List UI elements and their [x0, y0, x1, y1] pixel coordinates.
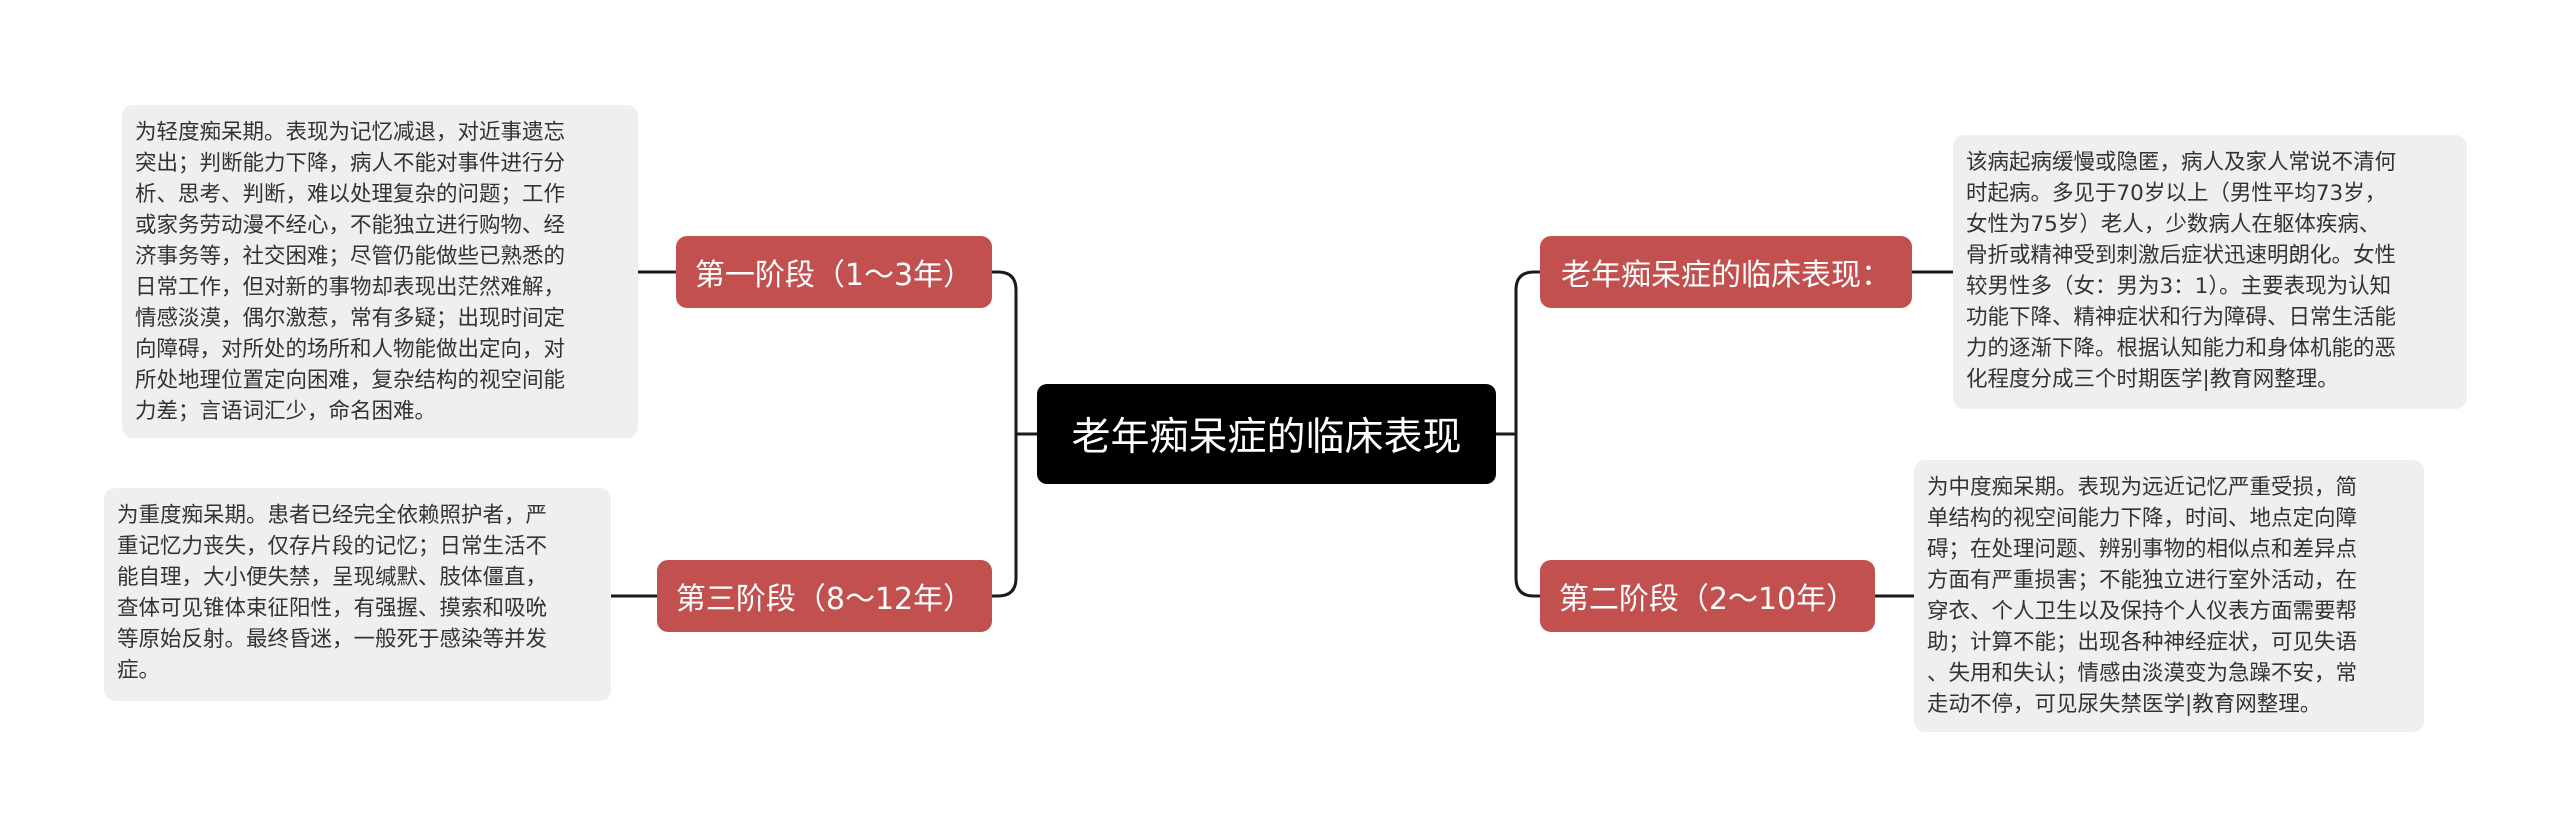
- branch-stage3-label: 第三阶段（8～12年）: [675, 582, 974, 617]
- note-stage3[interactable]: 为重度痴呆期。患者已经完全依赖照护者，严 重记忆力丧失，仅存片段的记忆；日常生活…: [104, 488, 611, 701]
- connector-stage3: [992, 434, 1018, 598]
- branch-stage1[interactable]: 第一阶段（1～3年）: [676, 236, 992, 308]
- note-stage1[interactable]: 为轻度痴呆期。表现为记忆减退，对近事遗忘 突出；判断能力下降，病人不能对事件进行…: [122, 105, 638, 438]
- root-topic[interactable]: 老年痴呆症的临床表现: [1037, 384, 1496, 484]
- connector-stage1: [992, 270, 1018, 434]
- note-overview[interactable]: 该病起病缓慢或隐匿，病人及家人常说不清何 时起病。多见于70岁以上（男性平均73…: [1953, 135, 2467, 409]
- root-topic-label: 老年痴呆症的临床表现: [1071, 415, 1462, 460]
- branch-stage2[interactable]: 第二阶段（2～10年）: [1540, 560, 1875, 632]
- branch-stage3[interactable]: 第三阶段（8～12年）: [657, 560, 992, 632]
- branch-stage1-label: 第一阶段（1～3年）: [694, 258, 974, 293]
- note-stage2[interactable]: 为中度痴呆期。表现为远近记忆严重受损，简 单结构的视空间能力下降，时间、地点定向…: [1914, 460, 2424, 732]
- branch-stage2-label: 第二阶段（2～10年）: [1558, 582, 1857, 617]
- connector-stage2: [1514, 434, 1540, 598]
- branch-overview[interactable]: 老年痴呆症的临床表现：: [1540, 236, 1912, 308]
- connector-overview: [1514, 270, 1540, 434]
- branch-overview-label: 老年痴呆症的临床表现：: [1561, 258, 1891, 293]
